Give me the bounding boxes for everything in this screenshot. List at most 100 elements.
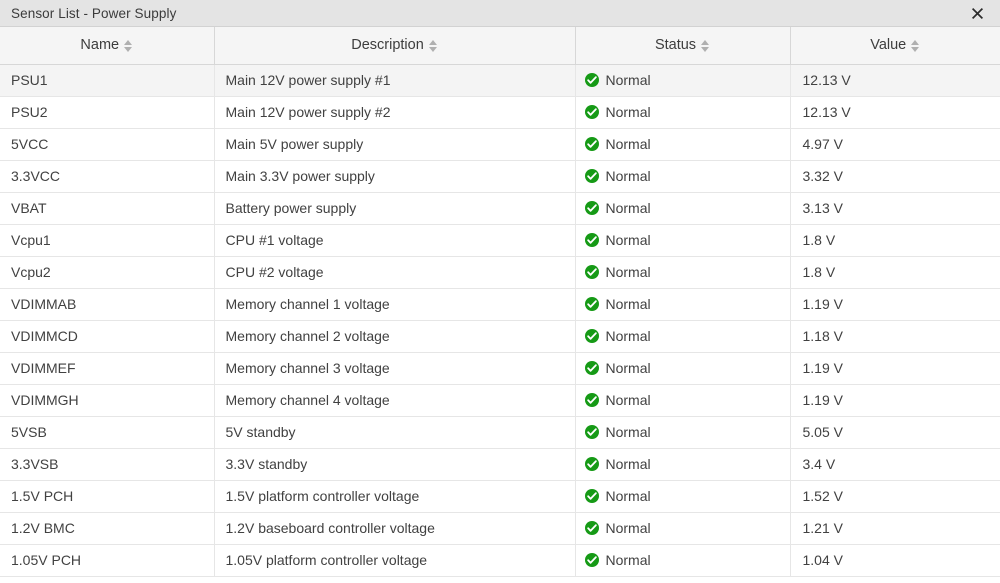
cell-sensor-description: 1.2V baseboard controller voltage <box>214 512 576 545</box>
check-circle-icon <box>584 105 599 119</box>
cell-sensor-name: VDIMMAB <box>0 288 215 321</box>
column-header-value[interactable]: Value <box>790 27 1000 65</box>
cell-sensor-status: Normal <box>575 224 791 257</box>
cell-sensor-value: 1.8 V <box>790 224 1000 257</box>
sort-arrows-icon[interactable] <box>428 39 438 53</box>
status-badge: Normal <box>584 72 790 88</box>
cell-sensor-value: 4.97 V <box>790 128 1000 161</box>
cell-sensor-name: 3.3VSB <box>0 448 215 481</box>
status-badge: Normal <box>584 424 790 440</box>
column-header-status[interactable]: Status <box>575 27 791 65</box>
table-header: Name Description Status <box>0 27 1000 65</box>
status-badge: Normal <box>584 488 790 504</box>
table-header-row: Name Description Status <box>0 27 1000 65</box>
check-circle-icon <box>584 393 599 407</box>
cell-sensor-value: 12.13 V <box>790 64 1000 97</box>
column-header-status-label: Status <box>654 37 697 54</box>
check-circle-icon <box>584 233 599 247</box>
status-label: Normal <box>605 360 651 376</box>
cell-sensor-status: Normal <box>575 352 791 385</box>
status-badge: Normal <box>584 456 790 472</box>
cell-sensor-description: Memory channel 1 voltage <box>214 288 576 321</box>
close-icon[interactable] <box>966 2 988 24</box>
cell-sensor-status: Normal <box>575 448 791 481</box>
check-circle-icon <box>584 265 599 279</box>
cell-sensor-description: 3.3V standby <box>214 448 576 481</box>
cell-sensor-name: 1.5V PCH <box>0 480 215 513</box>
window-titlebar: Sensor List - Power Supply <box>0 0 1000 27</box>
check-circle-icon <box>584 457 599 471</box>
cell-sensor-value: 12.13 V <box>790 96 1000 129</box>
sort-arrows-icon[interactable] <box>911 39 920 53</box>
column-header-description-label: Description <box>351 37 424 54</box>
cell-sensor-name: VDIMMCD <box>0 320 215 353</box>
cell-sensor-name: PSU1 <box>0 64 215 97</box>
cell-sensor-status: Normal <box>575 64 791 97</box>
cell-sensor-description: Main 12V power supply #1 <box>214 64 576 97</box>
sensor-table-scroll[interactable]: Name Description Status <box>0 27 1000 583</box>
status-label: Normal <box>605 552 651 568</box>
cell-sensor-name: Vcpu2 <box>0 256 215 289</box>
cell-sensor-status: Normal <box>575 512 791 545</box>
status-label: Normal <box>605 72 651 88</box>
column-header-name[interactable]: Name <box>0 27 215 65</box>
cell-sensor-value: 1.52 V <box>790 480 1000 513</box>
status-label: Normal <box>605 232 651 248</box>
status-badge: Normal <box>584 168 790 184</box>
cell-sensor-name: 1.2V BMC <box>0 512 215 545</box>
cell-sensor-description: 1.5V platform controller voltage <box>214 480 576 513</box>
column-header-description[interactable]: Description <box>214 27 576 65</box>
cell-sensor-description: Main 12V power supply #2 <box>214 96 576 129</box>
page-title: Sensor List - Power Supply <box>11 5 177 21</box>
cell-sensor-name: 5VSB <box>0 416 215 449</box>
check-circle-icon <box>584 489 599 503</box>
cell-sensor-description: Main 5V power supply <box>214 128 576 161</box>
status-label: Normal <box>605 136 651 152</box>
column-header-value-label: Value <box>870 37 907 54</box>
status-label: Normal <box>605 456 651 472</box>
status-badge: Normal <box>584 296 790 312</box>
status-label: Normal <box>605 296 651 312</box>
cell-sensor-value: 5.05 V <box>790 416 1000 449</box>
cell-sensor-name: 1.05V PCH <box>0 544 215 577</box>
sort-arrows-icon[interactable] <box>701 39 710 53</box>
cell-sensor-value: 3.13 V <box>790 192 1000 225</box>
cell-sensor-status: Normal <box>575 288 791 321</box>
status-label: Normal <box>605 488 651 504</box>
cell-sensor-name: Vcpu1 <box>0 224 215 257</box>
cell-sensor-status: Normal <box>575 384 791 417</box>
cell-sensor-description: CPU #2 voltage <box>214 256 576 289</box>
cell-sensor-status: Normal <box>575 96 791 129</box>
cell-sensor-name: VDIMMGH <box>0 384 215 417</box>
status-label: Normal <box>605 424 651 440</box>
status-label: Normal <box>605 392 651 408</box>
sort-arrows-icon[interactable] <box>124 39 133 53</box>
check-circle-icon <box>584 329 599 343</box>
status-badge: Normal <box>584 552 790 568</box>
cell-sensor-status: Normal <box>575 160 791 193</box>
cell-sensor-description: 5V standby <box>214 416 576 449</box>
cell-sensor-description: 1.05V platform controller voltage <box>214 544 576 577</box>
status-badge: Normal <box>584 136 790 152</box>
status-label: Normal <box>605 264 651 280</box>
status-badge: Normal <box>584 232 790 248</box>
cell-sensor-status: Normal <box>575 256 791 289</box>
